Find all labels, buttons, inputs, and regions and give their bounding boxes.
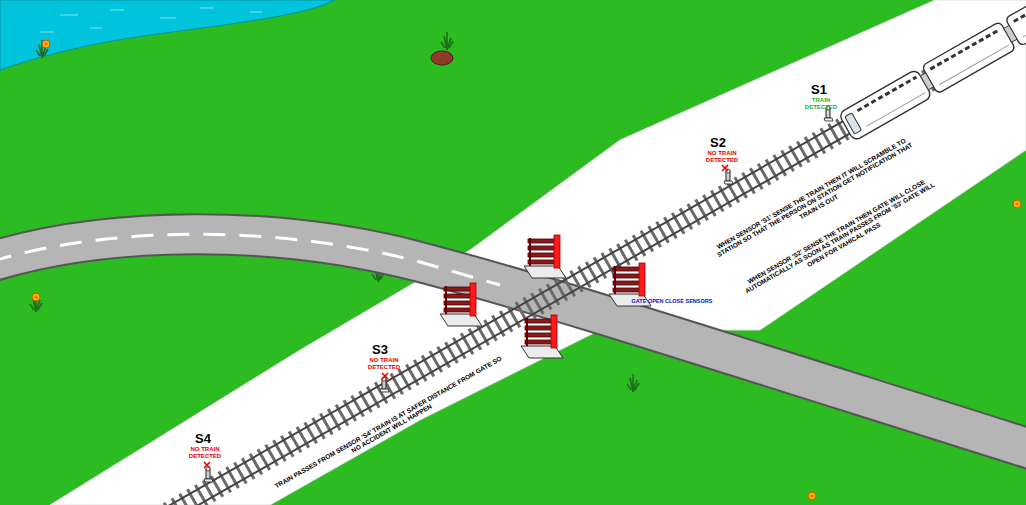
rock xyxy=(431,51,453,65)
sensor-id: S1 xyxy=(811,83,827,98)
sensor-id: S4 xyxy=(195,432,211,447)
road xyxy=(0,234,1026,452)
train xyxy=(838,0,1026,141)
crossing-gates xyxy=(440,235,651,358)
railway-track xyxy=(145,0,1026,505)
sensor-id: S3 xyxy=(372,343,388,358)
sensor-id: S2 xyxy=(710,136,726,151)
sensor-status: TRAIN DETECTED xyxy=(801,97,841,111)
sensor-status: NO TRAIN DETECTED xyxy=(702,150,742,164)
lake xyxy=(0,0,335,70)
sensor-status: NO TRAIN DETECTED xyxy=(364,357,404,371)
sensor-posts xyxy=(204,106,833,482)
gate-note: GATE OPEN CLOSE SENSORS xyxy=(632,298,713,304)
sensor-status: NO TRAIN DETECTED xyxy=(185,446,225,460)
sensor-note: TRAIN PASSES FROM SENSOR 'S4' TRAIN IS A… xyxy=(273,354,506,496)
no-train-marks xyxy=(204,165,728,468)
